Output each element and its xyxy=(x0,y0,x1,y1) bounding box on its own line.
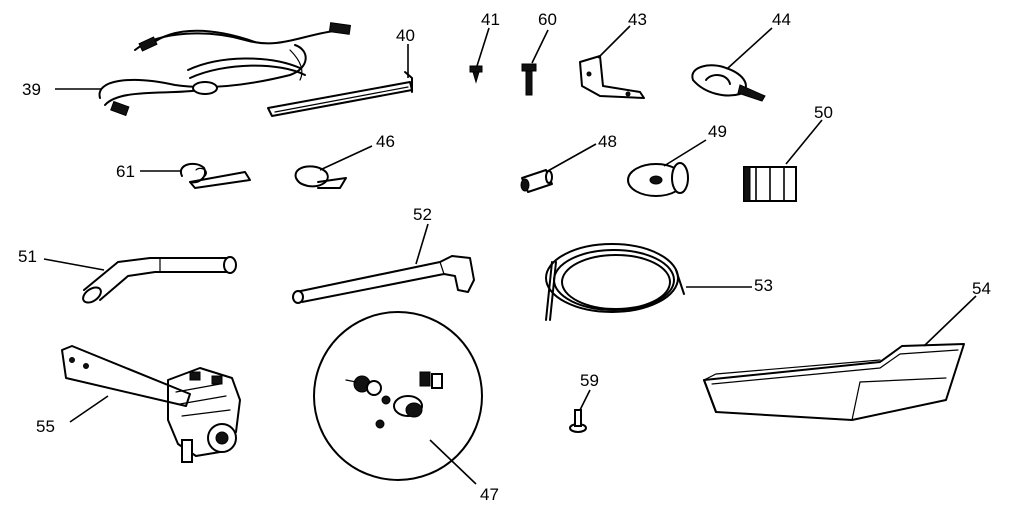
callout-46: 46 xyxy=(376,132,395,151)
bracket-43 xyxy=(579,55,645,99)
callout-48: 48 xyxy=(598,132,617,151)
fill-tube-52 xyxy=(292,255,475,304)
callout-44: 44 xyxy=(772,10,791,29)
leader-46 xyxy=(319,145,373,171)
callout-53: 53 xyxy=(754,276,773,295)
clamp-46 xyxy=(294,165,347,189)
clamp-61 xyxy=(179,162,251,189)
tube-51 xyxy=(82,256,237,304)
callout-60: 60 xyxy=(538,10,557,29)
callout-52: 52 xyxy=(413,205,432,224)
callout-49: 49 xyxy=(708,122,727,141)
wire-harness-39 xyxy=(98,22,352,117)
leader-49 xyxy=(663,139,707,167)
leader-54 xyxy=(923,295,977,347)
spacer-48 xyxy=(520,169,553,193)
pad-50 xyxy=(743,166,797,202)
leader-55 xyxy=(69,395,109,423)
callout-50: 50 xyxy=(814,103,833,122)
water-valve-55 xyxy=(61,345,241,463)
leader-51 xyxy=(43,258,105,271)
callout-41: 41 xyxy=(481,10,500,29)
heater-strip-40 xyxy=(267,71,413,117)
callout-40: 40 xyxy=(396,26,415,45)
grommet-49 xyxy=(627,162,689,197)
screw-59 xyxy=(569,409,587,433)
callout-39: 39 xyxy=(22,80,41,99)
leader-52 xyxy=(415,223,429,265)
callout-61: 61 xyxy=(116,162,135,181)
callout-55: 55 xyxy=(36,417,55,436)
leader-47 xyxy=(429,439,477,485)
callout-54: 54 xyxy=(972,279,991,298)
ice-bin-54 xyxy=(703,343,965,421)
leader-50 xyxy=(785,119,823,165)
leader-60 xyxy=(531,29,549,64)
hardware-kit-47 xyxy=(313,311,483,481)
screw-41 xyxy=(469,65,483,84)
leader-41 xyxy=(476,27,490,67)
screw-60 xyxy=(521,63,537,96)
callout-43: 43 xyxy=(628,10,647,29)
leader-44 xyxy=(727,27,773,69)
callout-47: 47 xyxy=(480,485,499,504)
clamp-44 xyxy=(691,64,766,102)
leader-48 xyxy=(545,143,597,173)
leader-43 xyxy=(597,25,631,59)
leader-59 xyxy=(579,389,591,411)
coiled-tubing-53 xyxy=(545,243,685,321)
callout-51: 51 xyxy=(18,247,37,266)
callout-59: 59 xyxy=(580,371,599,390)
